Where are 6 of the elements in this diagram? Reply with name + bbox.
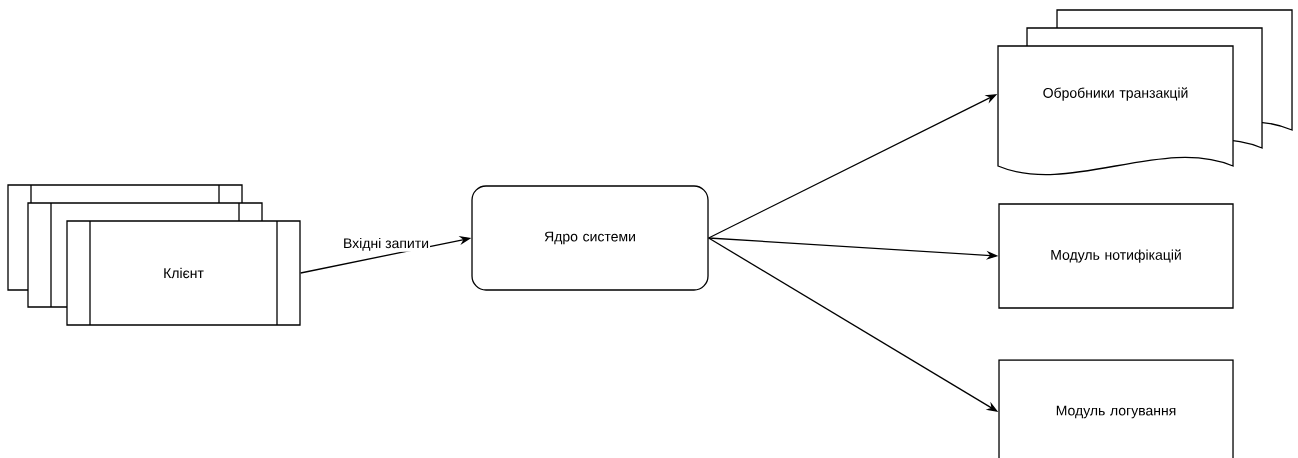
process-stack: Клієнт <box>7 184 301 326</box>
document-stack: Обробники транзакцій <box>997 9 1293 176</box>
process-box: Модуль логування <box>998 359 1234 458</box>
edge-label: Вхідні запити <box>342 236 430 252</box>
process-box: Ядро системи <box>471 185 709 291</box>
process-box: Модуль нотифікацій <box>998 203 1234 309</box>
